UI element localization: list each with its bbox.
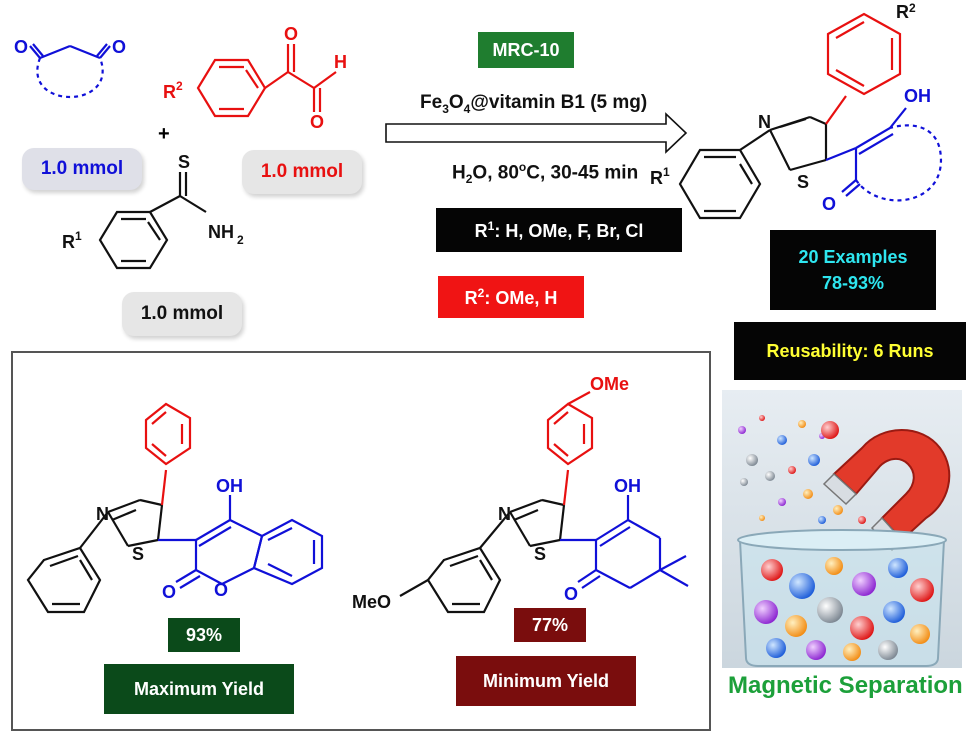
max-s: S [132, 544, 144, 564]
catalyst-code-box: MRC-10 [478, 32, 574, 68]
dione-o-right: O [112, 37, 126, 57]
min-yield-structure [399, 391, 689, 614]
cyclic-dione-structure [29, 43, 111, 98]
product-r2-sup: 2 [909, 1, 916, 15]
reusability-text: Reusability: 6 Runs [766, 340, 934, 361]
product-s: S [797, 172, 809, 192]
product-oh: OH [904, 86, 931, 106]
min-oh: OH [614, 476, 641, 496]
min-yield-value-box: 77% [514, 608, 586, 642]
r2-scope-text: : OMe, H [484, 287, 558, 308]
max-oh: OH [216, 476, 243, 496]
min-yield-value: 77% [531, 614, 569, 635]
min-ome: OMe [590, 374, 629, 394]
glyoxal-r2-sup: 2 [176, 79, 183, 93]
min-yield-label: Minimum Yield [482, 670, 610, 691]
max-n: N [96, 504, 109, 524]
max-yield-label: Maximum Yield [133, 678, 265, 699]
thioamide-s: S [178, 152, 190, 172]
max-yield-value-box: 93% [168, 618, 240, 652]
solvent-temp: O, 80 [472, 162, 519, 184]
product-structure [678, 12, 943, 220]
product-r2: R [896, 2, 909, 22]
reaction-arrow [385, 112, 688, 154]
glyoxal-amount: 1.0 mmol [260, 161, 344, 182]
min-s: S [534, 544, 546, 564]
solvent-h: H [452, 162, 466, 184]
thioamide-structure [98, 172, 207, 270]
min-yield-label-box: Minimum Yield [456, 656, 636, 706]
r2-scope-r: R [464, 287, 478, 308]
catalyst-o: O [448, 92, 464, 113]
thioamide-r1: R [62, 232, 75, 252]
plus-sign: + [158, 123, 170, 145]
r2-scope-box: R2: OMe, H [438, 276, 584, 318]
r1-scope-r: R [474, 220, 488, 241]
max-yield-value: 93% [185, 624, 223, 645]
glyoxal-r2: R [163, 82, 176, 102]
max-yield-structure [26, 402, 324, 614]
floating-particles [738, 415, 866, 524]
min-meo: MeO [352, 592, 391, 612]
catalyst-fe: Fe [420, 92, 443, 113]
r1-scope-box: R1: H, OMe, F, Br, Cl [436, 208, 682, 252]
magnetic-separation-text: Magnetic Separation [728, 672, 963, 699]
yield-range: 78-93% [821, 273, 885, 293]
glyoxal-h: H [334, 52, 347, 72]
thioamide-nh2-sub: 2 [237, 233, 244, 247]
glyoxal-amount-pill: 1.0 mmol [242, 150, 362, 194]
r1-scope-sup: 1 [487, 218, 495, 233]
min-n: N [498, 504, 511, 524]
catalyst-line: Fe3O4@vitamin B1 (5 mg) [420, 92, 647, 116]
product-r1: R [650, 168, 663, 188]
solvent-degree: o [518, 160, 527, 174]
thioamide-r1-sup: 1 [75, 229, 82, 243]
thioamide-amount-pill: 1.0 mmol [122, 292, 242, 336]
min-o: O [564, 584, 578, 604]
aryl-glyoxal-structure [196, 44, 337, 118]
solvent-line: H2O, 80oC, 30-45 min [452, 160, 638, 186]
max-o-ring: O [214, 580, 228, 600]
catalyst-code: MRC-10 [492, 39, 560, 60]
solvent-time: C, 30-45 min [526, 162, 639, 184]
dione-o-left: O [14, 37, 28, 57]
examples-panel-frame [11, 351, 711, 731]
examples-count: 20 Examples [798, 247, 908, 267]
reusability-box: Reusability: 6 Runs [734, 322, 966, 380]
catalyst-o-sub: 4 [463, 101, 471, 116]
thioamide-nh2: NH [208, 222, 234, 242]
product-o: O [822, 194, 836, 214]
examples-box: 20 Examples 78-93% [770, 230, 936, 310]
r1-scope-text: : H, OMe, F, Br, Cl [494, 220, 644, 241]
dione-amount: 1.0 mmol [40, 158, 124, 179]
max-yield-label-box: Maximum Yield [104, 664, 294, 714]
r2-scope-sup: 2 [477, 285, 485, 300]
max-o-carbonyl: O [162, 582, 176, 602]
catalyst-vitamin: @vitamin B1 (5 mg) [470, 92, 648, 113]
magnetic-separation-illustration [722, 390, 962, 668]
beaker-icon [737, 529, 947, 667]
catalyst-fe-sub: 3 [442, 101, 449, 116]
solvent-h-sub: 2 [465, 172, 473, 187]
glyoxal-o-bottom: O [310, 112, 324, 132]
product-n: N [758, 112, 771, 132]
thioamide-amount: 1.0 mmol [140, 303, 224, 324]
product-r1-sup: 1 [663, 165, 670, 179]
dione-amount-pill: 1.0 mmol [22, 148, 142, 190]
glyoxal-o-top: O [284, 24, 298, 44]
magnetic-separation-caption: Magnetic Separation [728, 672, 963, 700]
